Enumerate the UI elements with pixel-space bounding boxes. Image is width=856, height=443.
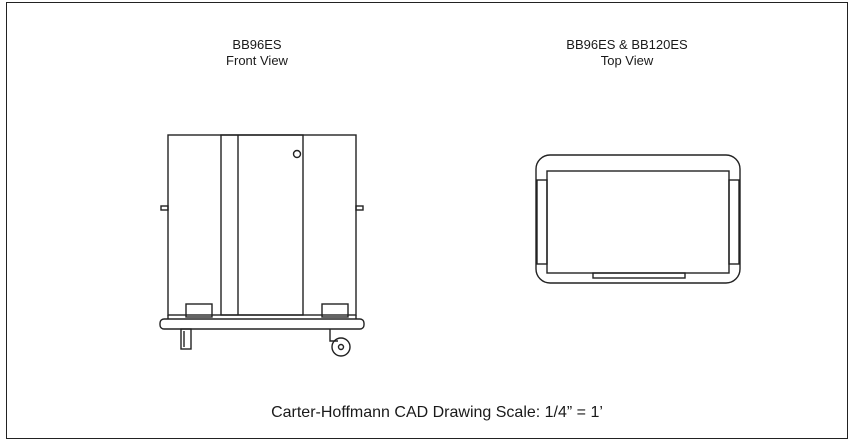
door-frame — [220, 134, 304, 316]
drawing-frame: BB96ES Front View BB96ES & BB120ES Top V… — [6, 2, 848, 439]
front-view-caption: BB96ES Front View — [182, 37, 332, 69]
top-view-model: BB96ES & BB120ES — [566, 37, 688, 52]
left-vent — [185, 303, 213, 318]
top-left-handle — [536, 179, 548, 265]
front-view-label: Front View — [226, 53, 288, 68]
front-view-model: BB96ES — [232, 37, 282, 52]
door-latch — [292, 149, 302, 159]
top-view-drawing — [535, 154, 741, 284]
top-right-handle — [728, 179, 740, 265]
top-view-label: Top View — [600, 53, 654, 68]
right-vent — [321, 303, 349, 318]
front-view-drawing — [159, 134, 365, 357]
top-cabinet — [546, 170, 730, 274]
cabinet-body — [167, 134, 357, 316]
right-handle — [355, 205, 364, 211]
top-view-caption: BB96ES & BB120ES Top View — [507, 37, 747, 69]
base-bumper — [159, 318, 365, 330]
left-handle — [160, 205, 169, 211]
right-caster-fork — [329, 329, 338, 342]
top-front-bumper — [592, 272, 686, 279]
right-caster-wheel — [331, 337, 351, 357]
left-caster — [180, 328, 192, 350]
top-outer-shell — [535, 154, 741, 284]
scale-label: Carter-Hoffmann CAD Drawing Scale: 1/4” … — [271, 404, 603, 421]
